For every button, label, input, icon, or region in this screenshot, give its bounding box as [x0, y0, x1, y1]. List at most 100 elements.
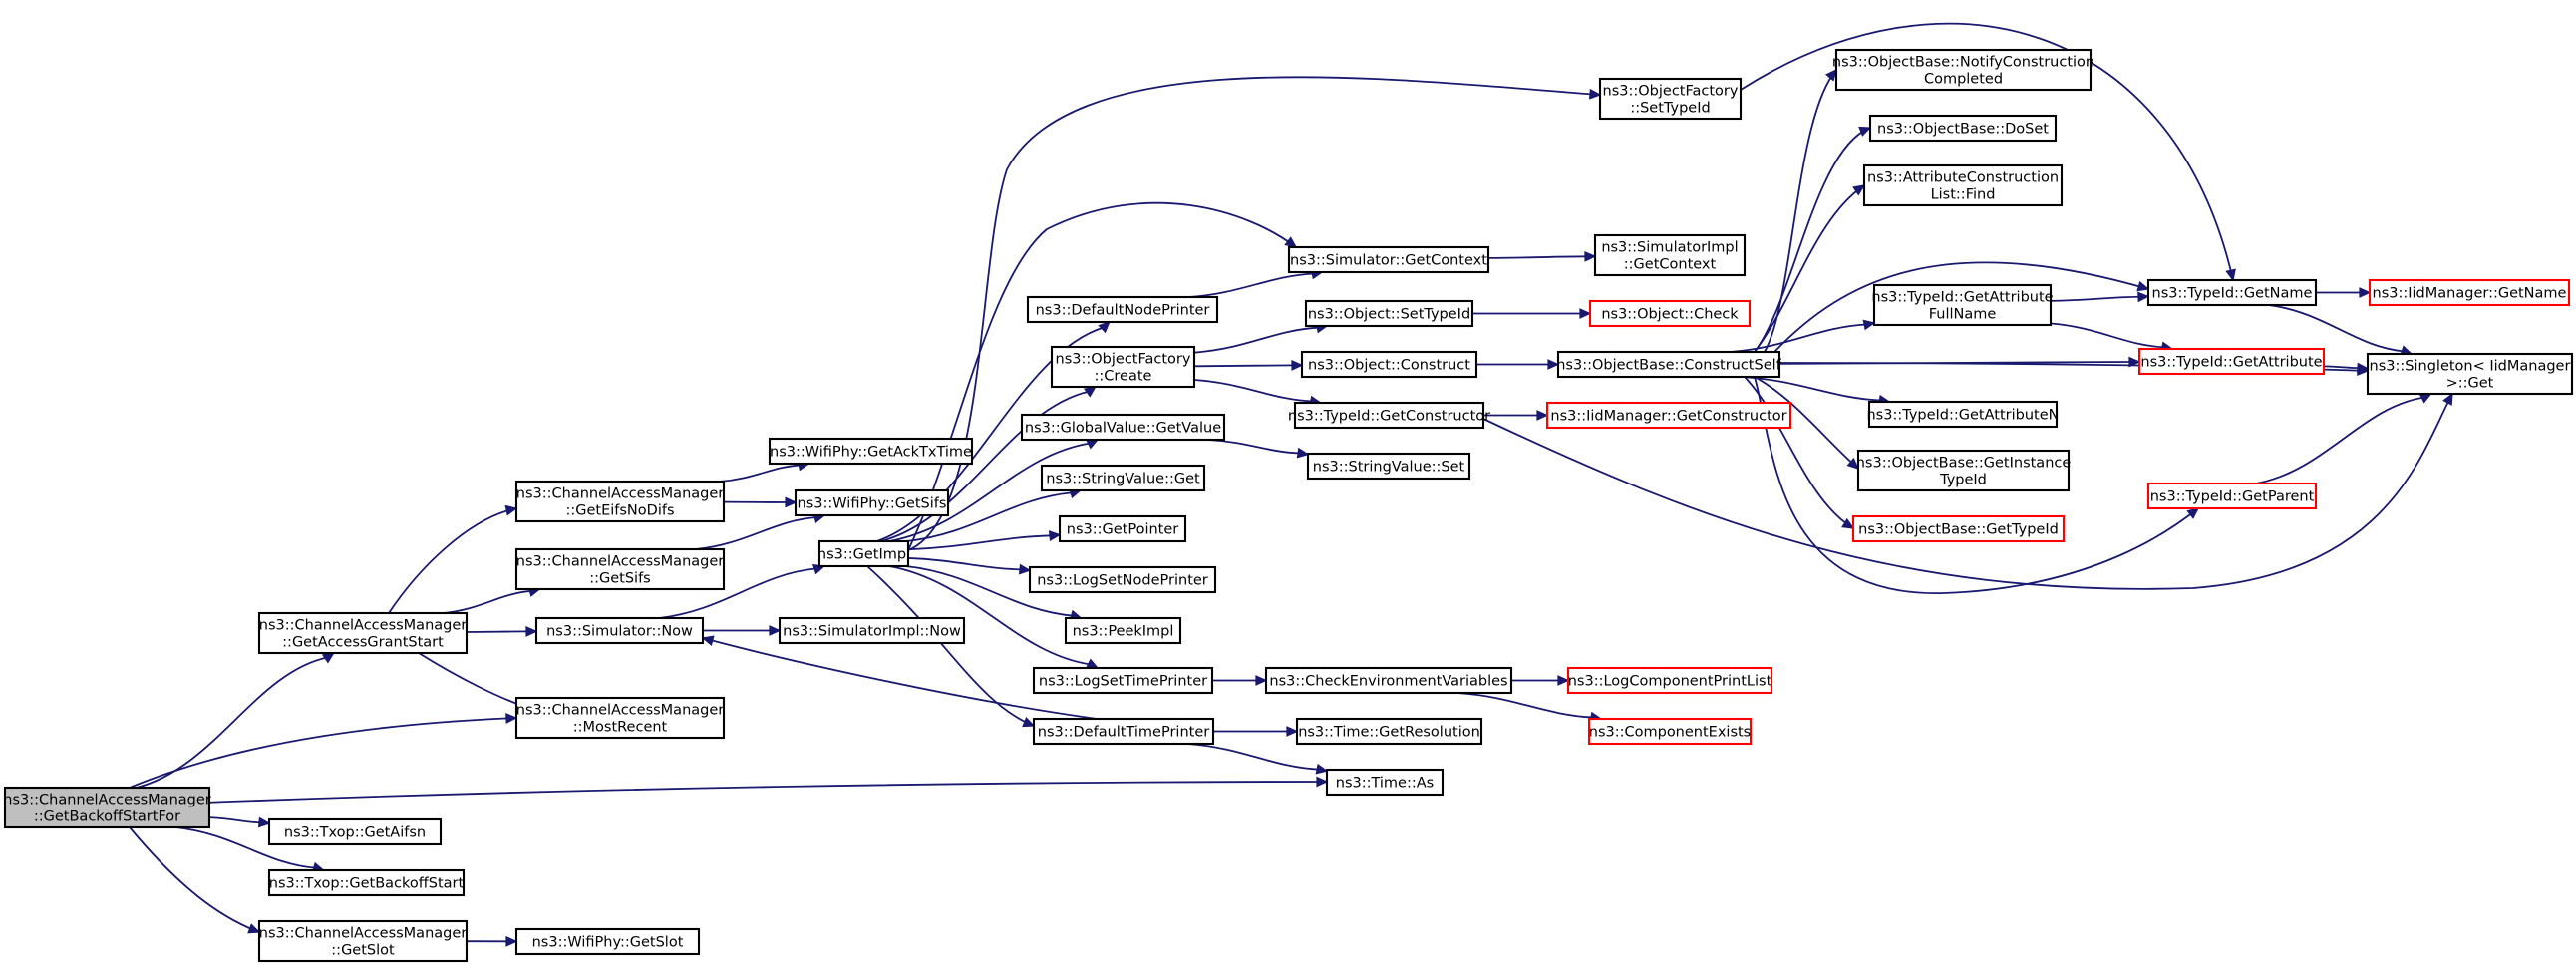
node-label-line: ns3::ComponentExists: [1589, 725, 1752, 741]
node-globalValueGetValue[interactable]: ns3::GlobalValue::GetValue: [1020, 413, 1226, 442]
node-defaultNodePrinter[interactable]: ns3::DefaultNodePrinter: [1026, 295, 1219, 324]
node-label-line: ns3::TypeId::GetParent: [2150, 489, 2315, 505]
node-getSlot[interactable]: ns3::ChannelAccessManager::GetSlot: [257, 919, 469, 963]
node-box: [1020, 413, 1226, 442]
edge-constructSelf-to-typeIdGetParent: [1754, 376, 2199, 594]
node-defaultTimePrinter[interactable]: ns3::DefaultTimePrinter: [1032, 717, 1215, 746]
node-componentExists[interactable]: ns3::ComponentExists: [1587, 717, 1753, 746]
node-wifiGetSifs[interactable]: ns3::WifiPhy::GetSifs: [794, 488, 950, 517]
node-objectSetTypeId[interactable]: ns3::Object::SetTypeId: [1304, 299, 1474, 328]
edge-constructSelf-to-getInstanceTypeId-arrowhead: [1846, 457, 1860, 470]
node-box: [514, 480, 726, 523]
node-objectCheck[interactable]: ns3::Object::Check: [1588, 299, 1752, 328]
node-logSetNodePrinter[interactable]: ns3::LogSetNodePrinter: [1028, 565, 1217, 594]
node-getAifsn[interactable]: ns3::Txop::GetAifsn: [267, 817, 443, 846]
node-simNow[interactable]: ns3::Simulator::Now: [534, 616, 705, 645]
node-label-line: ns3::LogComponentPrintList: [1568, 674, 1772, 690]
node-typeIdGetName[interactable]: ns3::TypeId::GetName: [2146, 278, 2318, 307]
node-getPointer[interactable]: ns3::GetPointer: [1058, 514, 1187, 543]
node-box: [534, 616, 705, 645]
node-box: [1306, 452, 1471, 481]
edge-constructSelf-to-getAttributeFullName: [1730, 323, 1867, 353]
edge-typeIdGetConstructor-to-singletonGet-arrowhead: [2442, 392, 2453, 406]
node-simImplGetContext[interactable]: ns3::SimulatorImpl::GetContext: [1593, 233, 1747, 277]
edge-objFactoryCreate-to-objectConstruct-arrowhead: [1291, 359, 1304, 371]
node-box: [1556, 350, 1781, 379]
node-getAttributeN[interactable]: ns3::TypeId::GetAttributeN: [1866, 400, 2060, 429]
edge-constructSelf-to-getAttributeN: [1742, 376, 1882, 402]
node-doSet[interactable]: ns3::ObjectBase::DoSet: [1868, 114, 2058, 143]
node-getSifs[interactable]: ns3::ChannelAccessManager::GetSifs: [514, 547, 726, 591]
node-label-line: ns3::Object::SetTypeId: [1308, 307, 1470, 323]
node-label-line: ns3::TypeId::GetAttribute: [2140, 355, 2322, 371]
node-simImplNow[interactable]: ns3::SimulatorImpl::Now: [778, 616, 966, 645]
node-box: [267, 868, 466, 897]
edge-constructSelf-to-typeIdGetName: [1773, 261, 2149, 353]
node-wifiGetAckTxTime[interactable]: ns3::WifiPhy::GetAckTxTime: [768, 437, 974, 466]
node-box: [1032, 666, 1214, 695]
edge-objFactoryCreate-to-objectSetTypeId: [1193, 326, 1320, 354]
node-peekImpl[interactable]: ns3::PeekImpl: [1064, 616, 1182, 645]
edge-getImpl-to-defaultTimePrinter-arrowhead: [1022, 716, 1036, 728]
node-objectConstruct[interactable]: ns3::Object::Construct: [1300, 350, 1478, 379]
node-logSetTimePrinter[interactable]: ns3::LogSetTimePrinter: [1032, 666, 1214, 695]
node-wifiGetSlot[interactable]: ns3::WifiPhy::GetSlot: [514, 927, 701, 956]
node-getEifsNoDifs[interactable]: ns3::ChannelAccessManager::GetEifsNoDifs: [514, 480, 726, 523]
node-getAccessGrantStart[interactable]: ns3::ChannelAccessManager::GetAccessGran…: [257, 611, 469, 655]
edge-getAttributeFullName-to-typeIdGetAttribute: [2050, 322, 2164, 349]
edge-constructSelf-to-doSet-arrowhead: [1858, 126, 1872, 137]
node-typeIdGetConstructor[interactable]: ns3::TypeId::GetConstructor: [1288, 401, 1490, 430]
node-constructSelf[interactable]: ns3::ObjectBase::ConstructSelf: [1556, 350, 1782, 379]
node-objFactoryCreate[interactable]: ns3::ObjectFactory::Create: [1050, 345, 1196, 389]
node-getImpl[interactable]: ns3::GetImpl: [817, 539, 910, 568]
node-label-line: ns3::SimulatorImpl: [1601, 240, 1738, 256]
node-getBackoffStart[interactable]: ns3::Txop::GetBackoffStart: [267, 868, 466, 897]
edge-typeIdGetAttribute-to-singletonGet: [2323, 365, 2361, 370]
node-root[interactable]: ns3::ChannelAccessManager::GetBackoffSta…: [3, 786, 211, 829]
node-box: [1032, 717, 1215, 746]
node-objectBaseGetTypeId[interactable]: ns3::ObjectBase::GetTypeId: [1851, 514, 2066, 543]
node-stringValueSet[interactable]: ns3::StringValue::Set: [1306, 452, 1471, 481]
node-box: [514, 547, 726, 591]
node-mostRecent[interactable]: ns3::ChannelAccessManager::MostRecent: [514, 696, 726, 740]
node-box: [257, 611, 469, 655]
node-checkEnvVars[interactable]: ns3::CheckEnvironmentVariables: [1264, 666, 1513, 695]
node-typeIdGetParent[interactable]: ns3::TypeId::GetParent: [2146, 482, 2318, 510]
node-typeIdGetAttribute[interactable]: ns3::TypeId::GetAttribute: [2137, 347, 2326, 376]
node-timeGetResolution[interactable]: ns3::Time::GetResolution: [1295, 717, 1483, 746]
node-simGetContext[interactable]: ns3::Simulator::GetContext: [1287, 245, 1490, 274]
edge-getEifsNoDifs-to-wifiGetSifs-arrowhead: [785, 496, 798, 508]
edge-constructSelf-to-typeIdGetAttribute-arrowhead: [2128, 356, 2141, 368]
edge-root-to-getAifsn-arrowhead: [257, 816, 271, 828]
node-notifyConstructionCompleted[interactable]: ns3::ObjectBase::NotifyConstructionCompl…: [1832, 48, 2094, 92]
node-label-line: List::Find: [1931, 187, 1996, 203]
edge-checkEnvVars-to-componentExists: [1457, 692, 1594, 719]
node-logComponentPrintList[interactable]: ns3::LogComponentPrintList: [1566, 666, 1773, 695]
node-box: [3, 786, 211, 829]
edge-getImpl-to-stringValueGet: [906, 491, 1074, 542]
node-label-line: ns3::Simulator::Now: [546, 624, 693, 640]
edge-typeIdGetName-to-iidMgrGetName-arrowhead: [2359, 287, 2372, 298]
edge-constructSelf-to-notifyConstructionCompleted-arrowhead: [1825, 68, 1837, 82]
edge-simGetContext-to-simImplGetContext: [1487, 255, 1588, 259]
node-label-line: ns3::GlobalValue::GetValue: [1025, 421, 1221, 437]
node-timeAs[interactable]: ns3::Time::As: [1325, 768, 1445, 797]
node-stringValueGet[interactable]: ns3::StringValue::Get: [1040, 464, 1206, 492]
node-box: [267, 817, 443, 846]
node-label-line: ns3::ObjectFactory: [1603, 84, 1739, 100]
node-label-line: ns3::StringValue::Get: [1046, 472, 1200, 487]
node-label-line: ns3::ObjectBase::GetInstance: [1856, 456, 2072, 472]
node-box: [1834, 48, 2093, 92]
edge-constructSelf-to-objectBaseGetTypeId-arrowhead: [1841, 517, 1855, 529]
edge-objectConstruct-to-constructSelf-arrowhead: [1547, 359, 1560, 370]
node-iidMgrGetName[interactable]: ns3::IidManager::GetName: [2368, 278, 2571, 307]
node-box: [1872, 283, 2053, 327]
node-label-line: Completed: [1924, 72, 2003, 88]
node-singletonGet[interactable]: ns3::Singleton< IidManager>::Get: [2366, 352, 2574, 396]
node-iidMgrGetConstructor[interactable]: ns3::IidManager::GetConstructor: [1545, 401, 1792, 430]
node-objFactorySetTypeId[interactable]: ns3::ObjectFactory::SetTypeId: [1598, 77, 1743, 121]
